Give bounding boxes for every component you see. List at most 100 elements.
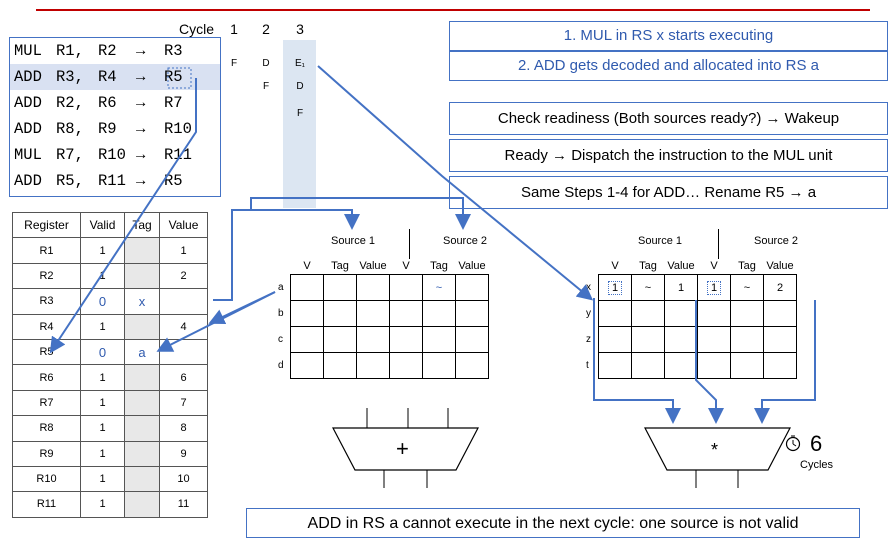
instr-src1: R7, [56, 146, 84, 164]
reg-value: 1 [159, 237, 208, 264]
rs-cell [455, 352, 489, 379]
reg-tag [124, 389, 160, 417]
reg-value: 7 [159, 389, 208, 417]
rs-add-source2-header: Source 2 [442, 235, 488, 247]
rs-cell-value: ~ [435, 281, 443, 294]
rs-cell [290, 352, 324, 379]
rs-entry-label: z [586, 334, 591, 345]
reg-value: 10 [159, 465, 208, 493]
reg-reg: R7 [12, 389, 81, 417]
instr-opcode: ADD [14, 120, 42, 138]
rs-mul-source2-header: Source 2 [753, 235, 799, 247]
rs-cell [598, 300, 632, 327]
note-box: ADD in RS a cannot execute in the next c… [246, 508, 860, 538]
cycle-3-highlight [283, 40, 316, 208]
step-4-box: Ready → Dispatch the instruction to the … [449, 139, 888, 172]
rs-col-header: V [710, 260, 718, 272]
rs-cell [422, 352, 456, 379]
rs-cell [422, 326, 456, 353]
rs-entry-label: t [586, 360, 589, 371]
instr-src1: R8, [56, 120, 84, 138]
reg-valid: 0 [80, 288, 125, 315]
cycle-1: 1 [230, 21, 238, 37]
instr-arrow: → [136, 68, 146, 86]
reg-reg: R6 [12, 364, 81, 391]
rs-cell [389, 300, 423, 327]
reg-tag [124, 465, 160, 493]
reg-tag [124, 491, 160, 518]
stage-decode: D [296, 81, 304, 92]
rs-entry-row: c [278, 326, 489, 353]
instr-opcode: MUL [14, 42, 42, 60]
instr-dst: R10 [164, 120, 192, 138]
reg-reg: R4 [12, 313, 81, 340]
reg-col-header: Register [12, 211, 81, 239]
rs-entry-label: d [278, 360, 284, 371]
rs-col-header: Tag [430, 260, 448, 272]
step-3-box: Check readiness (Both sources ready?) → … [449, 102, 888, 135]
rs-cell [290, 326, 324, 353]
rs-col-header: Value [667, 260, 695, 272]
rs-cell [356, 352, 390, 379]
instr-src2: R10 [98, 146, 126, 164]
reg-tag [124, 415, 160, 442]
instr-src1: R3, [56, 68, 84, 86]
reg-col-header: Tag [124, 211, 160, 239]
reg-value: 2 [159, 262, 208, 290]
instr-src2: R6 [98, 94, 117, 112]
instr-arrow: → [136, 120, 146, 138]
rs-entry-label: y [586, 308, 591, 319]
rs-cell: 1 [664, 274, 698, 301]
cycle-label: Cycle [179, 21, 215, 37]
rs-cell-value: ~ [743, 281, 751, 294]
instr-opcode: ADD [14, 68, 42, 86]
rs-cell [290, 274, 324, 301]
rs-cell-value: 1 [607, 280, 623, 295]
adder-unit [332, 408, 479, 488]
stage-execute: E₁ [294, 58, 306, 69]
rs-cell-value: ~ [644, 281, 652, 294]
rs-col-header: V [402, 260, 410, 272]
reg-value: 8 [159, 415, 208, 442]
instr-src2: R9 [98, 120, 117, 138]
cycle-2: 2 [262, 21, 270, 37]
rs-cell [422, 300, 456, 327]
rs-cell-value: 1 [677, 281, 685, 294]
rs-col-header: Value [458, 260, 486, 272]
rs-col-header: V [303, 260, 311, 272]
cycle-3: 3 [296, 21, 304, 37]
rs-mul-divider [718, 229, 719, 259]
reg-value: 9 [159, 440, 208, 467]
rs-cell [323, 274, 357, 301]
rs-cell-value: 2 [776, 281, 784, 294]
step-2-box: 2. ADD gets decoded and allocated into R… [449, 51, 888, 81]
rs-cell: 1 [697, 274, 731, 301]
rs-cell [730, 300, 764, 327]
reg-reg: R11 [12, 491, 81, 518]
stage-fetch: F [230, 58, 238, 69]
instr-dst: R7 [164, 94, 183, 112]
instr-arrow: → [136, 94, 146, 112]
instruction-row: ADD R8, R9 → R10 [10, 116, 220, 142]
rs-cell [730, 326, 764, 353]
instr-src1: R2, [56, 94, 84, 112]
rs-col-header: V [611, 260, 619, 272]
instr-arrow: → [136, 172, 146, 190]
reg-valid: 0 [80, 338, 125, 366]
instr-src2: R4 [98, 68, 117, 86]
mul-latency-unit: Cycles [800, 459, 834, 471]
arrows [49, 65, 816, 424]
stage-fetch: F [262, 81, 270, 92]
instr-src1: R5, [56, 172, 84, 190]
reg-tag [124, 262, 160, 290]
